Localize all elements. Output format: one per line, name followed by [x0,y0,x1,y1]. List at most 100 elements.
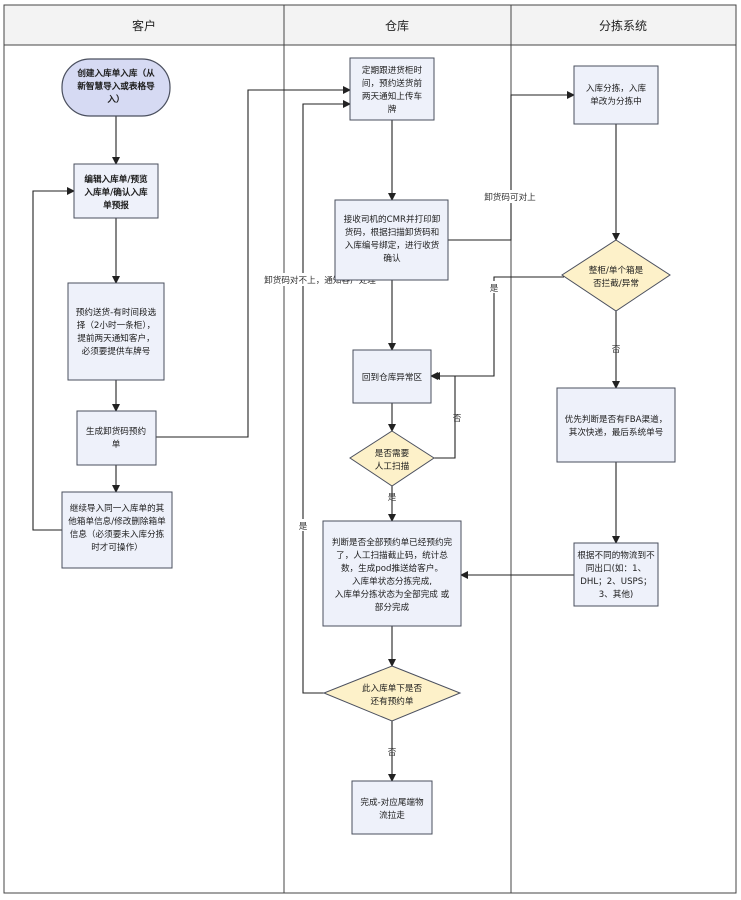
edge-label-intercept-no: 否 [612,344,621,355]
node-judge-complete: 判断是否全部预约单已经预约完了，人工扫描截止码，统计总数，生成pod推送给客户。… [322,520,462,627]
node-text: 3、其他) [599,588,634,600]
node-text: 创建入库单入库（从 [76,67,155,79]
node-text: 牌 [388,103,397,115]
svg-text:接收司机的CMR并打印卸货码，根据扫描卸货码和入库编号绑定，: 接收司机的CMR并打印卸货码，根据扫描卸货码和入库编号绑定，进行收货确认 [344,213,441,264]
node-schedule-container: 定期跟进货柜时间，预约送货前两天通知上传车牌 [349,57,435,121]
node-edit-inbound: 编辑入库单/预览入库单/确认入库单预报 [73,163,159,219]
svg-text:生成卸货码预约单: 生成卸货码预约单 [86,425,146,450]
node-text: 继续导入同一入库单的其 [70,502,165,514]
node-text: 判断是否全部预约单已经预约完 [332,536,453,548]
node-exception-area: 回到仓库异常区 [352,349,432,404]
node-text: 他箱单信息/修改删除箱单 [68,515,166,527]
node-generate-unload-code: 生成卸货码预约单 [76,410,157,466]
node-create-inbound: 创建入库单入库（从新智慧导入或表格导入） [61,58,171,117]
svg-text:优先判断是否有FBA渠道，其次快递，最后系统单号: 优先判断是否有FBA渠道，其次快递，最后系统单号 [565,413,668,438]
node-text: 入库编号绑定，进行收货 [345,239,440,251]
node-text: DHL；2、USPS； [580,577,652,587]
node-text: 入库单状态分拣完成, [352,575,432,587]
node-text: 了，人工扫描截止码，统计总 [336,549,448,561]
node-text: 确认 [383,252,401,264]
node-text: 信息（必须要未入库分拣 [70,528,165,540]
node-text: 入库单/确认入库 [84,186,148,198]
node-text: 根据不同的物流到不 [577,549,655,561]
lane-title-customer: 客户 [132,18,156,33]
edge-more-schedule [302,100,351,694]
node-text: 时才可操作） [91,541,143,553]
svg-text:此入库单下是否还有预约单: 此入库单下是否还有预约单 [362,682,423,707]
node-done: 完成-对应尾端物流拉走 [351,780,433,835]
node-text: 同出口(如：1、 [586,562,646,574]
svg-text:入库分拣，入库单改为分拣中: 入库分拣，入库单改为分拣中 [586,82,647,107]
svg-text:回到仓库异常区: 回到仓库异常区 [362,371,423,383]
svg-text:定期跟进货柜时间，预约送货前两天通知上传车牌: 定期跟进货柜时间，预约送货前两天通知上传车牌 [362,64,423,115]
node-text: 还有预约单 [371,695,414,707]
edge-label-manual-yes: 是 [388,492,397,503]
edge-label-more-yes: 是 [299,521,308,532]
node-text: 生成卸货码预约 [86,425,146,437]
svg-text:是否需要人工扫描: 是否需要人工扫描 [375,448,410,472]
node-text: 单预报 [103,199,129,211]
edge-continue-edit [32,187,75,531]
node-text: 必须要提供车牌号 [82,345,151,357]
node-receive-cmr: 接收司机的CMR并打印卸货码，根据扫描卸货码和入库编号绑定，进行收货确认 [334,199,449,281]
node-logistics-exits: 根据不同的物流到不同出口(如：1、 DHL；2、USPS；3、其他) [573,542,659,607]
node-text: 预约送货-有时间段选 [76,306,157,318]
node-continue-import: 继续导入同一入库单的其他箱单信息/修改删除箱单信息（必须要未入库分拣时才可操作） [61,491,173,569]
node-text: 回到仓库异常区 [362,371,423,383]
node-text: 否拦截/异常 [593,277,639,289]
node-text: 整柜/单个箱是 [589,264,644,276]
node-text: 编辑入库单/预览 [84,173,148,185]
node-book-delivery: 预约送货-有时间段选择（2小时一条柜），提前两天通知客户，必须要提供车牌号 [67,282,165,381]
node-text: 间，预约送货前 [362,77,423,89]
node-text: 人工扫描 [375,460,410,472]
node-text: 新智慧导入或表格导 [77,80,155,92]
node-text: 流拉走 [379,809,405,821]
node-text: 入库分拣，入库 [586,82,647,94]
label-bg [478,190,542,203]
node-text: 数，生成pod推送给客户。 [341,562,443,574]
edge-label-unload-ok: 卸货码可对上 [484,191,536,203]
edge-label-more-no: 否 [388,747,397,758]
node-need-manual-scan: 是否需要人工扫描 [349,430,435,487]
edges [32,86,620,782]
node-text: 接收司机的CMR并打印卸 [344,213,441,225]
node-text: 定期跟进货柜时 [362,64,423,76]
svg-text:整柜/单个箱是否拦截/异常: 整柜/单个箱是否拦截/异常 [589,264,644,289]
svg-text:继续导入同一入库单的其他箱单信息/修改删除箱单信息（必须要未: 继续导入同一入库单的其他箱单信息/修改删除箱单信息（必须要未入库分拣时才可操作） [68,502,166,553]
svg-text:完成-对应尾端物流拉走: 完成-对应尾端物流拉走 [360,796,424,821]
node-text: 其次快递，最后系统单号 [569,426,664,438]
node-text: 此入库单下是否 [362,682,423,694]
node-more-appointments: 此入库单下是否还有预约单 [322,665,462,722]
node-text: 择（2小时一条柜）， [77,319,156,331]
node-text: 部分完成 [375,601,410,613]
node-text: 货码，根据扫描卸货码和 [345,226,440,238]
node-intercept-check: 整柜/单个箱是否拦截/异常 [561,239,671,312]
node-text: 入库单分拣状态为全部完成 或 [335,588,450,600]
edge-label-manual-no: 否 [453,413,462,424]
svg-text:编辑入库单/预览入库单/确认入库单预报: 编辑入库单/预览入库单/确认入库单预报 [84,173,148,211]
edge-gen-schedule [156,86,351,438]
node-channel-priority: 优先判断是否有FBA渠道，其次快递，最后系统单号 [556,387,676,463]
label-bg [297,519,309,531]
lane-title-sorting-system: 分拣系统 [599,18,647,33]
node-inbound-sorting: 入库分拣，入库单改为分拣中 [573,65,659,125]
edge-receive-sort [448,91,575,241]
node-text: 完成-对应尾端物 [360,796,424,808]
svg-text:判断是否全部预约单已经预约完了，人工扫描截止码，统计总数，生: 判断是否全部预约单已经预约完了，人工扫描截止码，统计总数，生成pod推送给客户。… [332,536,453,613]
svg-text:预约送货-有时间段选择（2小时一条柜），提前两天通知客户，必: 预约送货-有时间段选择（2小时一条柜），提前两天通知客户，必须要提供车牌号 [76,306,157,357]
svg-text:创建入库单入库（从新智慧导入或表格导入）: 创建入库单入库（从新智慧导入或表格导入） [76,67,155,105]
edge-manual-exception [430,372,456,459]
node-text: 是否需要 [375,448,410,459]
lane-title-warehouse: 仓库 [385,18,409,33]
node-text: 单 [112,438,121,450]
node-text: 优先判断是否有FBA渠道， [565,413,668,425]
node-text: 单改为分拣中 [590,95,642,107]
svg-text:根据不同的物流到不同出口(如：1、DHL；2、USPS；3、: 根据不同的物流到不同出口(如：1、 DHL；2、USPS；3、其他) [577,549,655,600]
node-text: 提前两天通知客户， [77,332,154,344]
label-bg [488,281,500,293]
node-text: 入） [107,94,124,105]
node-text: 两天通知上传车 [362,90,423,102]
edge-intercept-exception [432,276,564,380]
edge-label-intercept-yes: 是 [490,283,499,294]
